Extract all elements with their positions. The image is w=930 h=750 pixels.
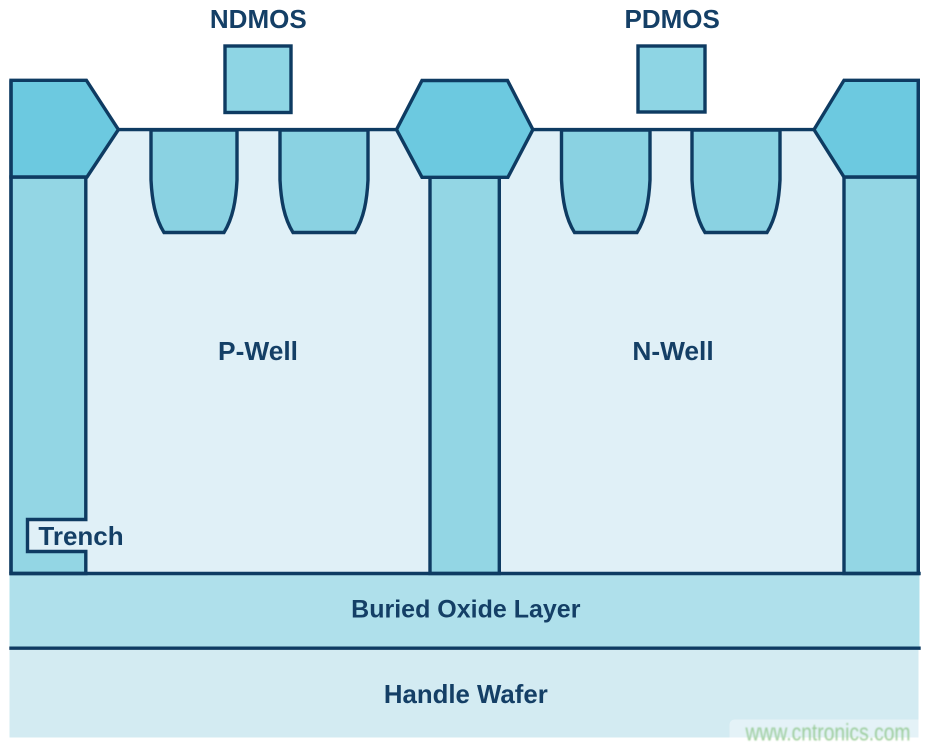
svg-text:NDMOS: NDMOS xyxy=(210,4,307,34)
svg-text:N-Well: N-Well xyxy=(632,336,713,366)
svg-text:www.cntronics.com: www.cntronics.com xyxy=(745,720,911,747)
svg-text:Trench: Trench xyxy=(38,521,123,551)
svg-text:Buried Oxide Layer: Buried Oxide Layer xyxy=(351,595,581,623)
svg-text:P-Well: P-Well xyxy=(218,336,298,366)
svg-text:PDMOS: PDMOS xyxy=(625,4,720,34)
svg-text:Handle Wafer: Handle Wafer xyxy=(384,681,548,709)
